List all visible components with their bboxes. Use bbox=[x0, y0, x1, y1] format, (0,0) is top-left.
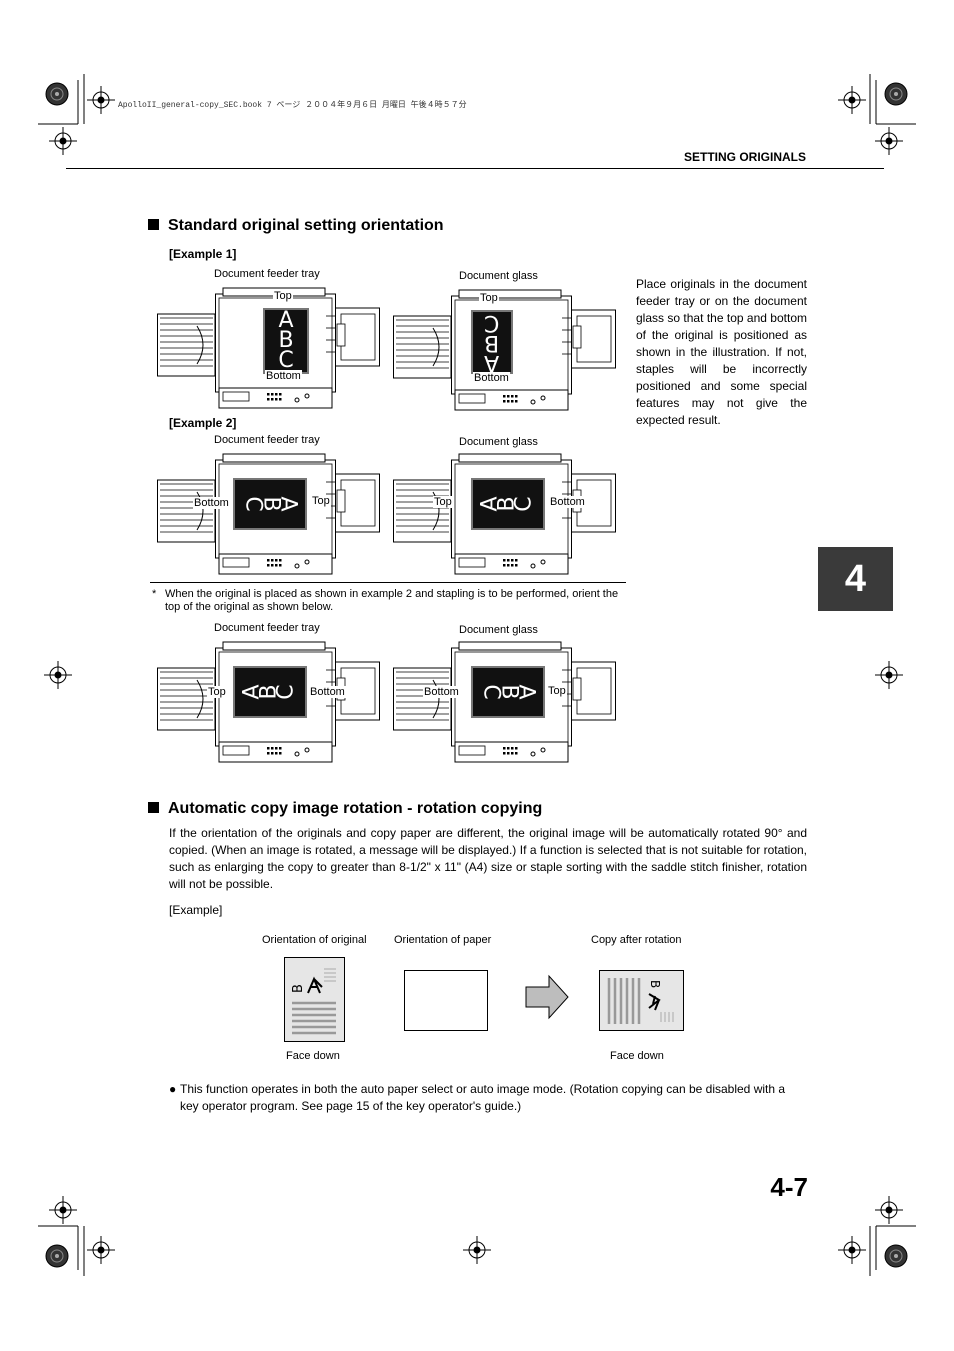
sheet-letter: B bbox=[278, 328, 294, 353]
scribble-rotated-icon bbox=[648, 993, 661, 1011]
label-top: Top bbox=[311, 495, 331, 507]
caption-copy-after-rotation: Copy after rotation bbox=[591, 934, 682, 946]
sheet-letter: A bbox=[278, 308, 294, 333]
label-bottom: Bottom bbox=[549, 496, 586, 508]
section1-heading: Standard original setting orientation bbox=[148, 217, 444, 235]
caption-orientation-paper: Orientation of paper bbox=[394, 934, 492, 946]
example3-glass-caption: Document glass bbox=[459, 624, 538, 636]
example1-glass-caption: Document glass bbox=[459, 270, 538, 282]
sheet-letter: B bbox=[484, 330, 500, 355]
label-bottom: Bottom bbox=[309, 686, 346, 698]
rotated-copy-sheet: B bbox=[599, 970, 684, 1031]
example3-feeder-caption: Document feeder tray bbox=[214, 622, 320, 634]
label-top: Top bbox=[207, 686, 227, 698]
label-top: Top bbox=[433, 496, 453, 508]
example1-feeder-caption: Document feeder tray bbox=[214, 268, 320, 280]
label-top: Top bbox=[547, 685, 567, 697]
section1-heading-text: Standard original setting orientation bbox=[168, 217, 444, 234]
rotation-description: If the orientation of the originals and … bbox=[169, 826, 807, 891]
label-bottom: Bottom bbox=[423, 686, 460, 698]
section-header: SETTING ORIGINALS bbox=[683, 150, 806, 164]
example2-glass-caption: Document glass bbox=[459, 436, 538, 448]
example2-feeder-caption: Document feeder tray bbox=[214, 434, 320, 446]
footnote-text: When the original is placed as shown in … bbox=[165, 588, 619, 613]
square-bullet-icon bbox=[148, 219, 159, 230]
bullet-dot-icon: ● bbox=[169, 1082, 177, 1096]
sheet-letter: A bbox=[513, 684, 539, 700]
chapter-tab: 4 bbox=[818, 547, 893, 611]
placement-instructions: Place originals in the document feeder t… bbox=[636, 277, 807, 427]
face-down-original: Face down bbox=[286, 1050, 340, 1062]
scribble-icon bbox=[307, 976, 323, 994]
sheet-letter-b: B bbox=[291, 984, 306, 993]
sheet-letter: C bbox=[274, 684, 300, 700]
sheet-letter: C bbox=[512, 496, 538, 512]
example1-label: [Example 1] bbox=[169, 247, 237, 261]
sheet-letter: A bbox=[275, 496, 301, 512]
rotation-note-text: This function operates in both the auto … bbox=[180, 1082, 786, 1113]
footnote-rule bbox=[150, 582, 626, 583]
paper-landscape-sheet bbox=[404, 970, 488, 1031]
page-number: 4-7 bbox=[770, 1172, 808, 1202]
copy-letter-b: B bbox=[648, 980, 662, 988]
footnote-mark: * bbox=[152, 588, 157, 600]
label-bottom: Bottom bbox=[193, 497, 230, 509]
header-rule bbox=[66, 168, 884, 169]
file-info: ApolloII_general-copy_SEC.book 7 ページ ２００… bbox=[118, 101, 467, 110]
footnote: * When the original is placed as shown i… bbox=[152, 588, 622, 614]
label-top: Top bbox=[479, 292, 499, 304]
example2-label: [Example 2] bbox=[169, 416, 237, 430]
label-top: Top bbox=[273, 290, 293, 302]
face-down-copy: Face down bbox=[610, 1050, 664, 1062]
sheet-letter: A bbox=[484, 350, 500, 375]
label-bottom: Bottom bbox=[265, 370, 302, 382]
square-bullet-icon bbox=[148, 802, 159, 813]
rotation-note: ● This function operates in both the aut… bbox=[169, 1081, 807, 1115]
section2-heading-text: Automatic copy image rotation - rotation… bbox=[168, 800, 543, 817]
label-bottom: Bottom bbox=[473, 372, 510, 384]
rotation-example-label: [Example] bbox=[169, 903, 223, 917]
sheet-letter: C bbox=[484, 310, 500, 335]
right-arrow-icon bbox=[525, 974, 569, 1020]
original-portrait-sheet: B bbox=[284, 957, 345, 1042]
caption-orientation-original: Orientation of original bbox=[262, 934, 367, 946]
section2-heading: Automatic copy image rotation - rotation… bbox=[148, 800, 542, 818]
sheet-letter: C bbox=[278, 348, 294, 373]
